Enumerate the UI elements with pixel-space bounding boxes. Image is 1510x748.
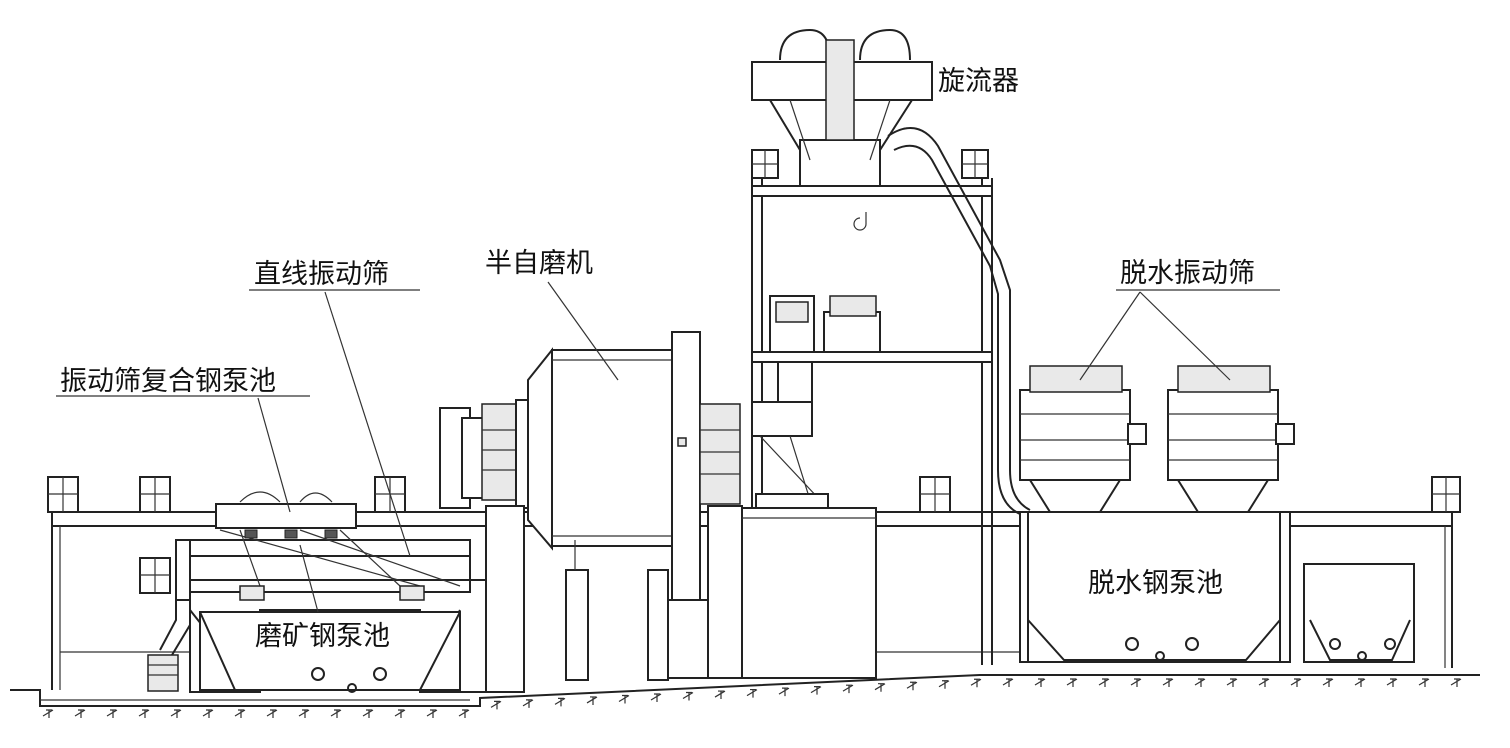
ground <box>10 674 1480 718</box>
label-dewatering-pump-tank: 脱水钢泵池 <box>1088 568 1223 599</box>
ground-hatch-mark <box>1098 678 1110 687</box>
ground-hatch-mark <box>426 709 438 718</box>
ground-hatch-mark <box>234 709 246 718</box>
ground-hatch-mark <box>298 709 310 718</box>
grinding-pump-tank <box>189 579 491 693</box>
dewatering-pump-tank <box>1019 511 1415 663</box>
label-grinding-pump-tank: 磨矿钢泵池 <box>255 621 390 652</box>
dewatering-screen-1 <box>1019 365 1147 513</box>
dewatering-screens <box>1019 365 1295 513</box>
ground-hatch-mark <box>714 690 726 700</box>
label-dewatering-screen: 脱水振动筛 <box>1120 258 1255 289</box>
ground-hatch-mark <box>1066 678 1078 687</box>
ground-hatch-mark <box>394 709 406 718</box>
label-screen-pump-tank: 振动筛复合钢泵池 <box>60 366 276 397</box>
ground-hatch-mark <box>266 709 278 718</box>
ground-hatch-mark <box>362 709 374 718</box>
ground-hatch-mark <box>458 709 470 718</box>
cyclone-tower <box>741 28 993 679</box>
ground-hatch-mark <box>138 709 150 718</box>
ground-hatch-mark <box>618 694 630 704</box>
label-cyclone: 旋流器 <box>938 66 1019 97</box>
ground-hatch-mark <box>490 700 502 710</box>
ground-hatch-mark <box>650 693 662 702</box>
ground-hatch-mark <box>586 696 598 705</box>
ground-hatch-mark <box>842 684 854 694</box>
ground-hatch-mark <box>42 709 54 718</box>
ground-hatch-mark <box>906 681 918 691</box>
ground-hatch-mark <box>1418 678 1430 687</box>
ground-hatch-mark <box>938 680 950 689</box>
ground-hatch-mark <box>1226 678 1238 687</box>
ground-hatch-mark <box>1290 678 1302 687</box>
ground-hatch-mark <box>74 709 86 718</box>
ground-hatch-mark <box>170 709 182 718</box>
ground-hatch-mark <box>778 687 790 697</box>
ground-hatch-icon <box>42 678 1462 718</box>
ground-hatch-mark <box>202 709 214 718</box>
label-sag-mill: 半自磨机 <box>485 248 593 279</box>
ground-hatch-mark <box>554 697 566 707</box>
ground-hatch-mark <box>1034 678 1046 687</box>
cyclone-feed-pipe <box>887 127 1031 515</box>
dewatering-screen-2 <box>1167 365 1295 513</box>
ground-hatch-mark <box>810 686 822 695</box>
ground-hatch-mark <box>106 709 118 718</box>
ground-hatch-mark <box>522 699 534 708</box>
ground-hatch-mark <box>970 678 982 688</box>
linear-vibrating-screen <box>147 491 471 692</box>
ground-hatch-mark <box>1130 678 1142 687</box>
ground-hatch-mark <box>1194 678 1206 687</box>
ground-hatch-mark <box>746 688 758 698</box>
ground-hatch-mark <box>682 691 694 701</box>
ground-hatch-mark <box>1162 678 1174 687</box>
ground-hatch-mark <box>1258 678 1270 687</box>
ground-hatch-mark <box>874 683 886 692</box>
ground-hatch-mark <box>1002 678 1014 687</box>
ground-hatch-mark <box>330 709 342 718</box>
ground-hatch-mark <box>1386 678 1398 687</box>
sag-mill <box>439 331 743 693</box>
label-linear-screen: 直线振动筛 <box>254 259 389 290</box>
ground-hatch-mark <box>1354 678 1366 687</box>
ground-hatch-mark <box>1322 678 1334 687</box>
ground-hatch-mark <box>1450 678 1462 687</box>
leader-lines <box>56 281 1280 613</box>
